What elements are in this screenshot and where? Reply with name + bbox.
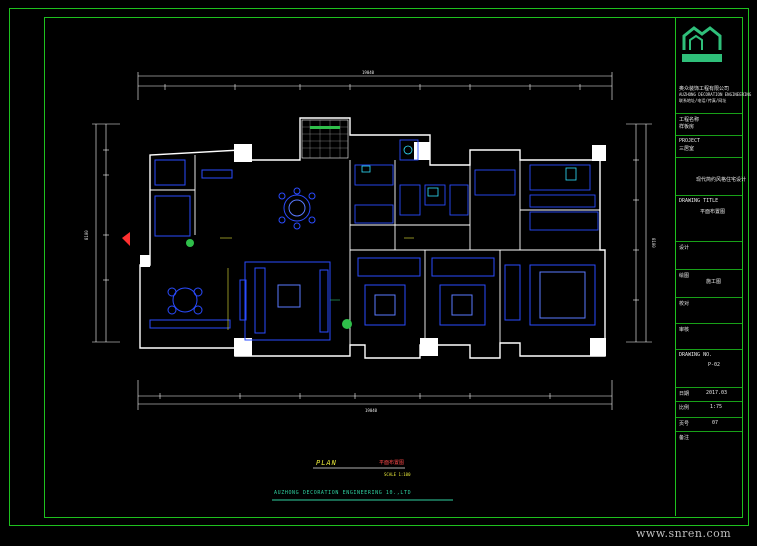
tb-row-label: 日期 <box>679 391 690 397</box>
tb-row-label: 工程名称 <box>679 117 700 123</box>
tb-row: PROJECT 三居室 <box>676 135 742 152</box>
tb-row-label: 校对 <box>679 301 690 307</box>
tb-row-label: 设计 <box>679 245 690 251</box>
company-logo-icon <box>682 26 722 62</box>
tb-company-line: 联系地址/电话/传真/网址 <box>679 98 727 103</box>
tb-row-label: 比例 <box>679 405 690 411</box>
tb-row-value: 07 <box>712 420 719 426</box>
tb-row: 页号 07 <box>676 417 742 427</box>
tb-company-line: 奥众装饰工程有限公司 <box>679 86 730 92</box>
tb-row: 现代简约风格住宅设计 <box>676 157 746 183</box>
plant-icon <box>186 239 194 247</box>
tb-row-label: PROJECT <box>679 138 701 144</box>
tb-row: 比例 1:75 <box>676 401 742 411</box>
tb-row-value: 平面布置图 <box>700 209 726 215</box>
structural-columns <box>140 142 606 356</box>
tb-row: 审核 <box>676 323 742 333</box>
tb-row: 工程名称 样板房 <box>676 113 742 130</box>
inner-frame <box>44 17 743 518</box>
tb-row: DRAWING TITLE 平面布置图 <box>676 195 742 215</box>
plan-title: PLAN <box>316 459 337 467</box>
tb-row-label: DRAWING TITLE <box>679 198 719 204</box>
tb-row-label: 备注 <box>679 435 690 441</box>
bottom-total-dimension: 19040 <box>365 408 378 413</box>
left-dimension-lines <box>92 123 120 343</box>
tb-row: DRAWING NO. P-02 <box>676 349 742 368</box>
entry-marker <box>122 232 130 246</box>
company-name: AUZHONG DECORATION ENGINEERING 10.,LTD <box>274 490 412 496</box>
tb-row-label: 页号 <box>679 421 690 427</box>
tb-row-value: 施工图 <box>706 279 722 285</box>
tb-row-value: 2017.03 <box>706 390 728 396</box>
left-total-dimension: 8100 <box>84 230 89 240</box>
tb-row: 绘图 施工图 <box>676 269 742 285</box>
bedroom-furniture <box>357 257 596 326</box>
tb-row-label: DRAWING NO. <box>679 352 713 358</box>
bottom-dimension-lines <box>137 380 613 410</box>
tb-row: 校对 <box>676 297 742 307</box>
plant-icon <box>342 319 352 329</box>
tb-row: 设计 <box>676 241 742 251</box>
tb-row-value: P-02 <box>708 362 721 368</box>
fixture-accents <box>227 145 577 330</box>
watermark: www.snren.com <box>636 527 732 540</box>
tb-company-line: AUZHONG DECORATION ENGINEERING <box>679 92 752 97</box>
tb-row: 备注 <box>676 431 742 441</box>
tb-row-label: 审核 <box>679 327 690 333</box>
tb-row-value: 三居室 <box>679 146 695 152</box>
outer-frame <box>9 8 749 526</box>
plan-scale: SCALE 1:100 <box>384 472 411 477</box>
tb-row-label: 绘图 <box>679 273 690 279</box>
living-room-furniture <box>149 159 331 341</box>
right-dimension-lines <box>626 123 652 343</box>
tb-row-value: 现代简约风格住宅设计 <box>696 177 747 183</box>
right-total-dimension: 8100 <box>651 238 656 248</box>
interior-walls <box>150 155 605 345</box>
top-dimension-lines <box>137 72 613 100</box>
tb-row-value: 样板房 <box>679 124 695 130</box>
top-total-dimension: 19040 <box>362 70 375 75</box>
exterior-walls <box>139 117 606 359</box>
kitchen-fixtures <box>354 139 599 231</box>
tb-row: 日期 2017.03 <box>676 387 742 397</box>
tb-row-value: 1:75 <box>710 404 723 410</box>
title-block: 奥众装饰工程有限公司 AUZHONG DECORATION ENGINEERIN… <box>675 17 751 516</box>
plan-subtitle: 平面布置图 <box>379 460 405 466</box>
balcony-hatch <box>301 119 349 159</box>
